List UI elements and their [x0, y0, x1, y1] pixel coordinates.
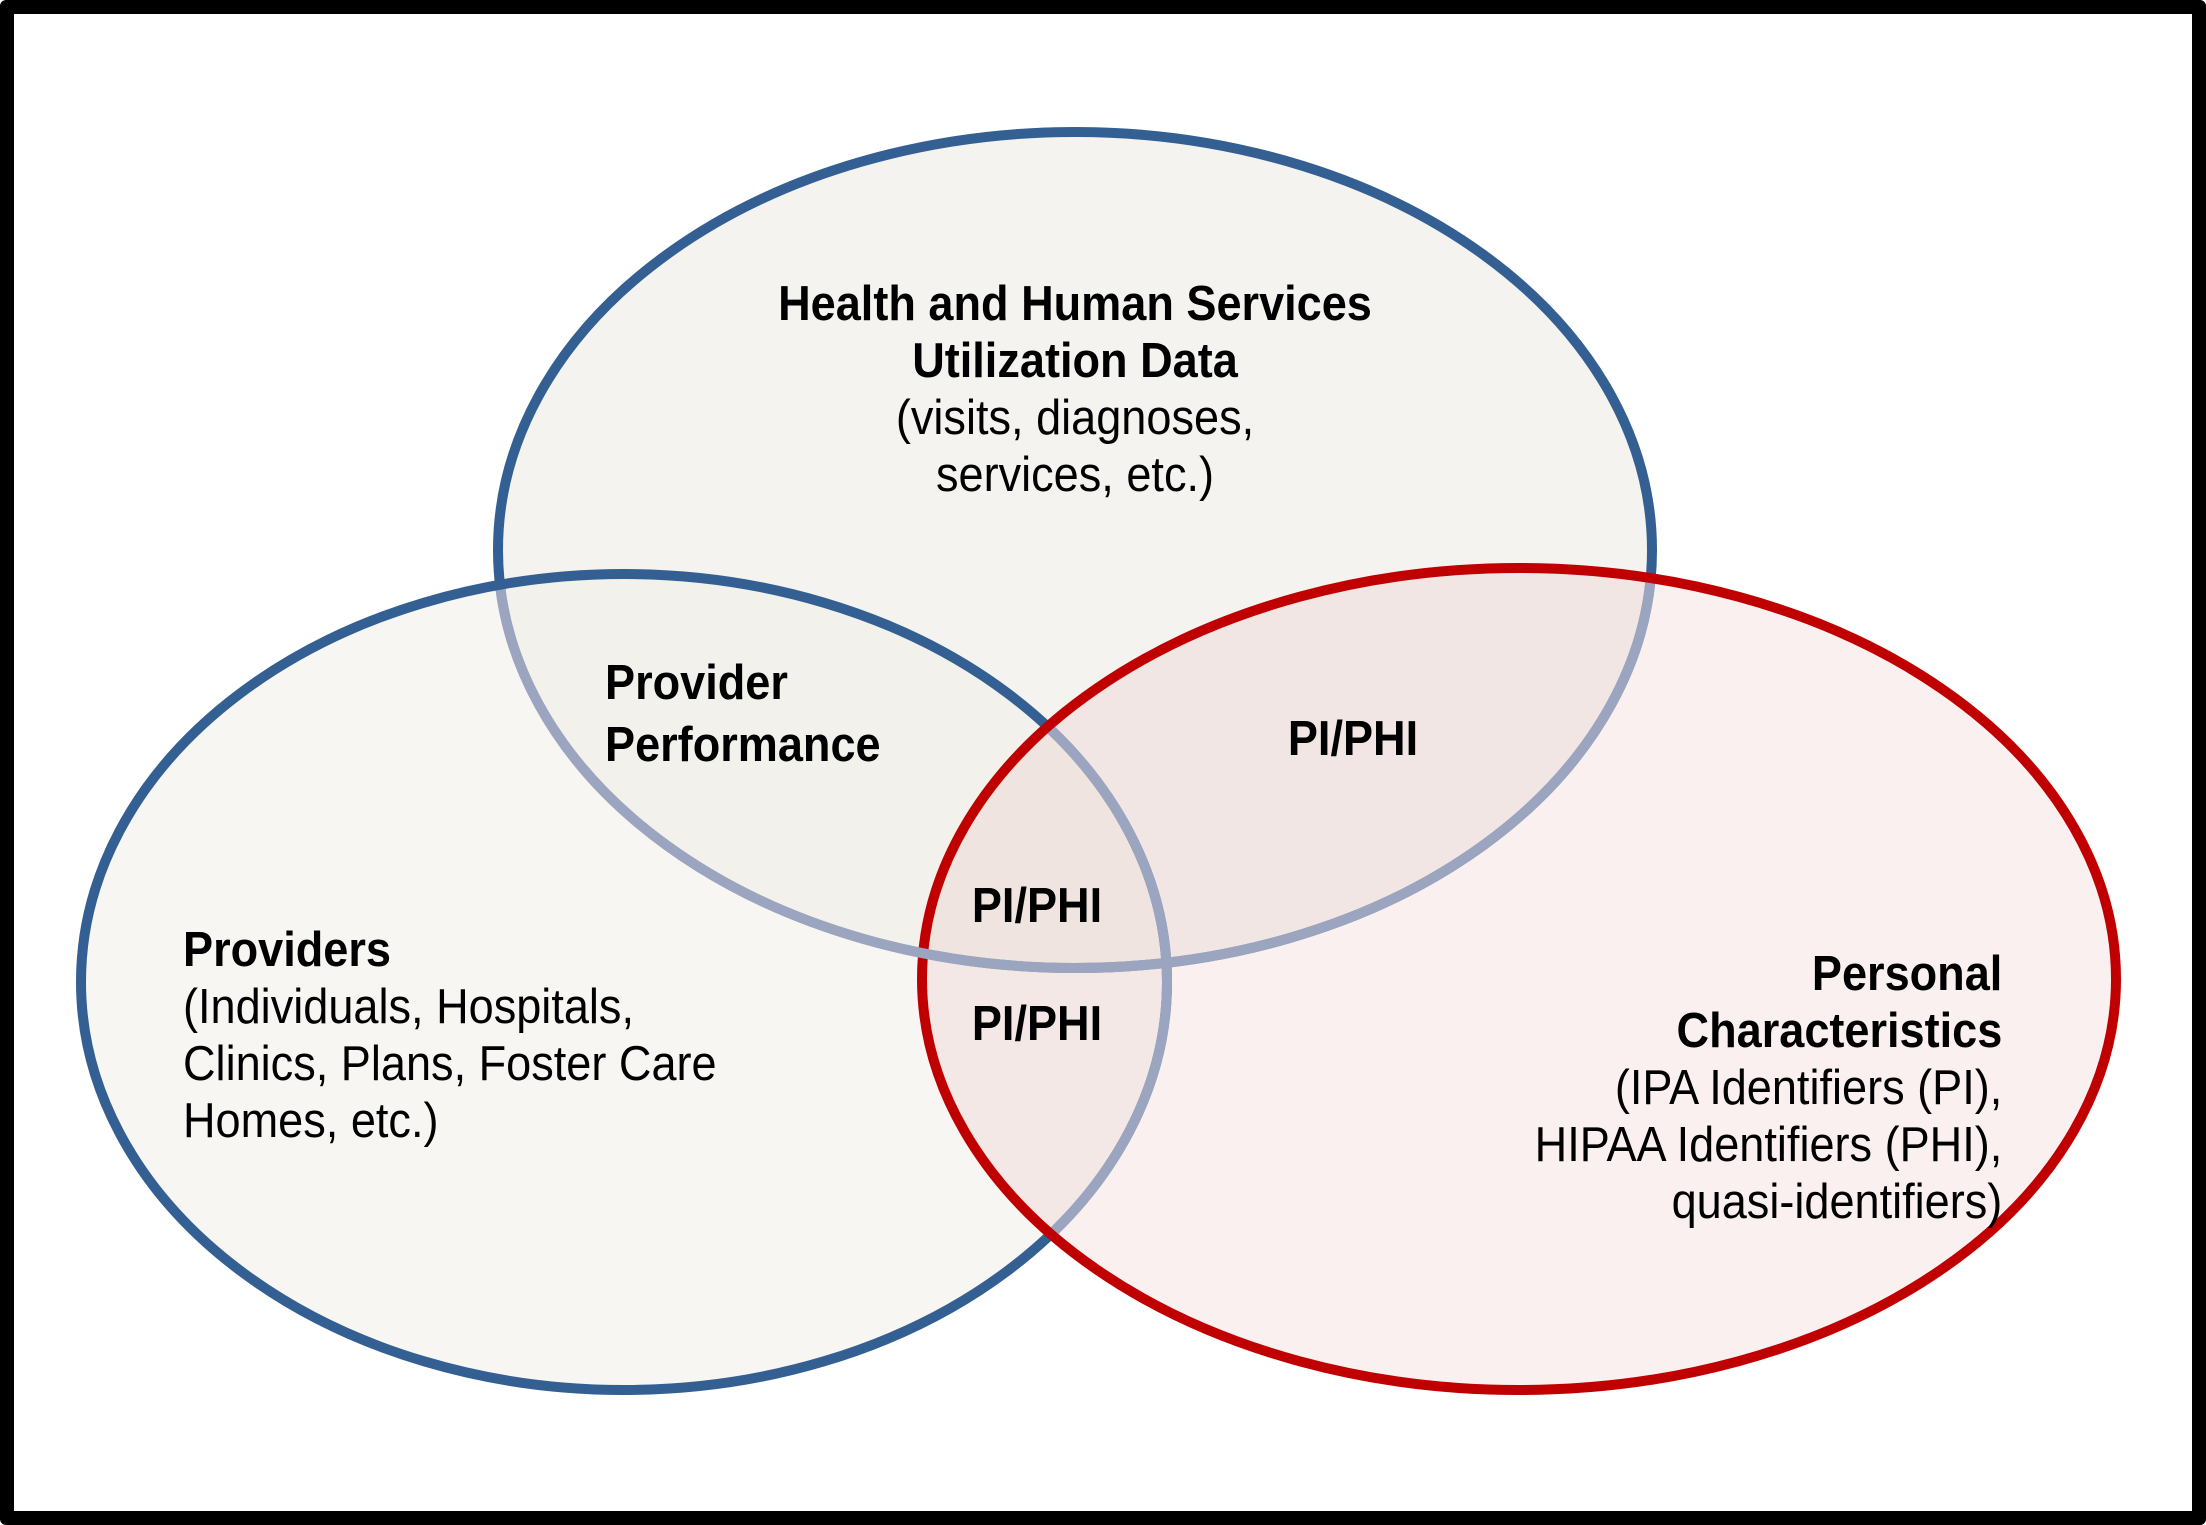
hhs-title-line-2: Utilization Data [912, 334, 1238, 388]
hhs-detail-line-2: services, etc.) [935, 448, 1215, 502]
providers-title: Providers [183, 923, 391, 977]
personal-title-line-1: Personal [1811, 947, 2002, 1001]
provider-performance-line-1: Provider [605, 656, 788, 710]
personal-label: Personal Characteristics (IPA Identifier… [1534, 946, 2002, 1231]
personal-title-line-2: Characteristics [1676, 1004, 2002, 1058]
personal-detail-line-3: quasi-identifiers) [1671, 1175, 2002, 1229]
personal-circle [917, 563, 2121, 1395]
hhs-title-line-1: Health and Human Services [778, 277, 1372, 331]
hhs-personal-pi-phi-label: PI/PHI [1287, 712, 1419, 766]
providers-label: Providers (Individuals, Hospitals, Clini… [183, 922, 717, 1150]
providers-detail-line-2: Clinics, Plans, Foster Care [183, 1037, 717, 1091]
hhs-label: Health and Human Services Utilization Da… [707, 276, 1443, 504]
provider-performance-label: Provider Performance [605, 652, 881, 776]
provider-performance-line-2: Performance [605, 718, 881, 772]
providers-detail-line-3: Homes, etc.) [183, 1094, 439, 1148]
providers-detail-line-1: (Individuals, Hospitals, [183, 980, 635, 1034]
providers-personal-pi-phi-label: PI/PHI [971, 997, 1103, 1051]
all-three-pi-phi-label: PI/PHI [971, 879, 1103, 933]
personal-detail-line-1: (IPA Identifiers (PI), [1614, 1061, 2002, 1115]
hhs-detail-line-1: (visits, diagnoses, [895, 391, 1255, 445]
personal-detail-line-2: HIPAA Identifiers (PHI), [1534, 1118, 2002, 1172]
